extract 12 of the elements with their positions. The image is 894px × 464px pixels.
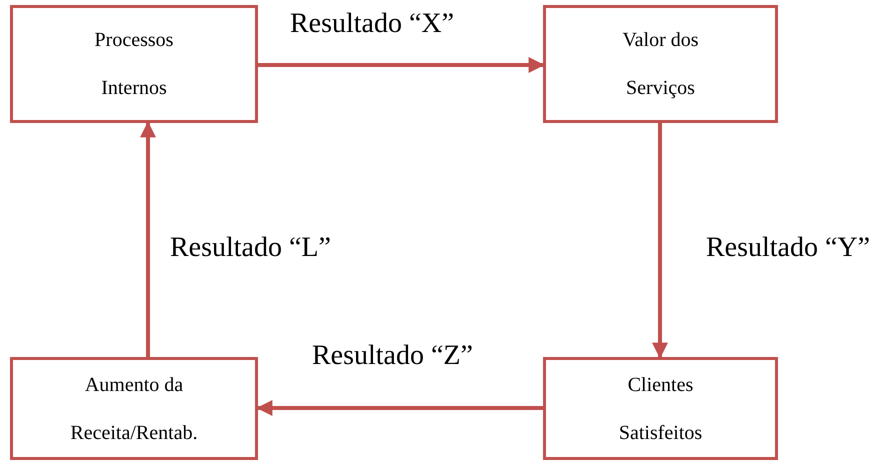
box-label: Aumento da Receita/Rentab.	[69, 372, 199, 446]
arrow	[652, 123, 668, 359]
process-box	[10, 5, 258, 123]
box-label: Clientes Satisfeitos	[618, 372, 704, 446]
arrow	[140, 121, 156, 357]
process-box	[543, 357, 778, 460]
process-box	[543, 5, 778, 123]
box-label: Processos Internos	[94, 28, 174, 101]
arrow	[256, 400, 543, 416]
arrow	[258, 57, 545, 73]
box-label: Valor dos Serviços	[621, 28, 700, 101]
process-box	[10, 357, 258, 460]
